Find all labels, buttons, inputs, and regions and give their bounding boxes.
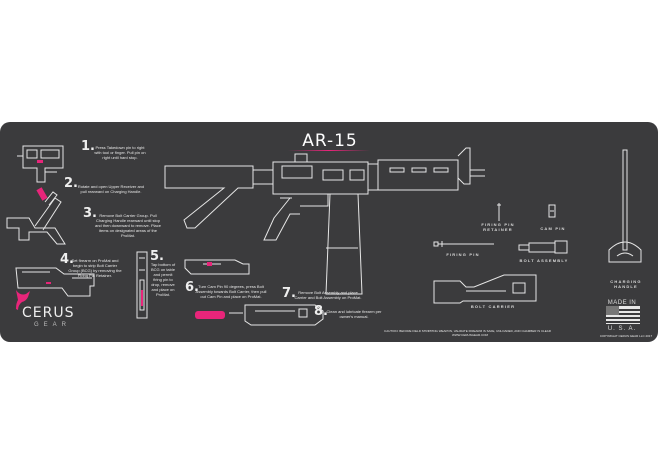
step-5-number: 5. [150,249,164,264]
step-6-text: Turn Cam Pin 90 degrees, press Bolt Asse… [195,284,267,299]
firing-pin-icon [433,241,494,247]
step-3-text: Remove Bolt Carrier Group. Pull Charging… [94,213,162,238]
cam-pin-label: CAM PIN [540,226,566,231]
bolt-carrier-icon [433,274,537,304]
cleaning-mat [0,122,658,342]
step-4-text: Set firearm on ProMat and begin to strip… [68,258,122,278]
step-2-text: Rotate and open Upper Receiver and pull … [77,184,145,194]
step-8-text: Clean and lubricate firearm per owner's … [326,309,382,319]
bolt-carrier-label: BOLT CARRIER [470,304,516,309]
step-4-number: 4. [60,252,74,267]
firing-pin-retainer-icon [497,203,501,221]
bolt-assembly-icon [518,240,568,254]
step-7-text: Remove Bolt Assembly and place Carrier a… [294,290,362,300]
cam-pin-removal-illustration [195,304,324,326]
lower-receiver-illustration [17,145,64,183]
firing-pin-label: FIRING PIN [446,252,480,257]
title-underline [288,150,370,151]
step-5-text: Tap bottom of BCG on table and permit fi… [150,262,176,297]
step-7-number: 7. [282,286,296,301]
bolt-assembly-label: BOLT ASSEMBLY [519,258,569,263]
step-2-number: 2. [64,176,78,191]
bolt-carrier-illustration [184,259,250,275]
copyright-text: COPYRIGHT CERUS GEAR LLC 2017 [599,334,653,338]
open-receiver-illustration [6,187,66,245]
step-8-number: 8. [314,304,328,319]
firing-pin-retainer-label: FIRING PIN RETAINER [481,222,515,232]
caution-text: CAUTION: BEFORE FIELD STRIPPING WEAPON, … [384,329,551,333]
step-3-number: 3. [83,206,97,221]
usa-text: U. S. A. [607,326,637,332]
ar15-rifle-illustration [164,147,485,295]
cam-pin-icon [548,204,556,218]
made-in-text: MADE IN [607,300,637,306]
mat-title: AR-15 [302,131,358,151]
website-text: WWW.CERUSGEAR.COM [452,333,488,337]
charging-handle-label: CHARGING HANDLE [610,279,642,289]
step-1-number: 1. [81,139,95,154]
step-6-number: 6. [185,280,199,295]
charging-handle-icon [608,149,642,263]
bolt-carrier-group-illustration [15,267,95,297]
cerus-bull-logo-icon [16,290,30,310]
brand-name: CERUS [22,305,75,321]
step-1-text: Press Takedown pin to right with tool or… [94,145,146,160]
us-flag-icon [606,306,640,324]
bcg-vertical-illustration [136,251,148,319]
brand-sub: GEAR [34,322,72,328]
